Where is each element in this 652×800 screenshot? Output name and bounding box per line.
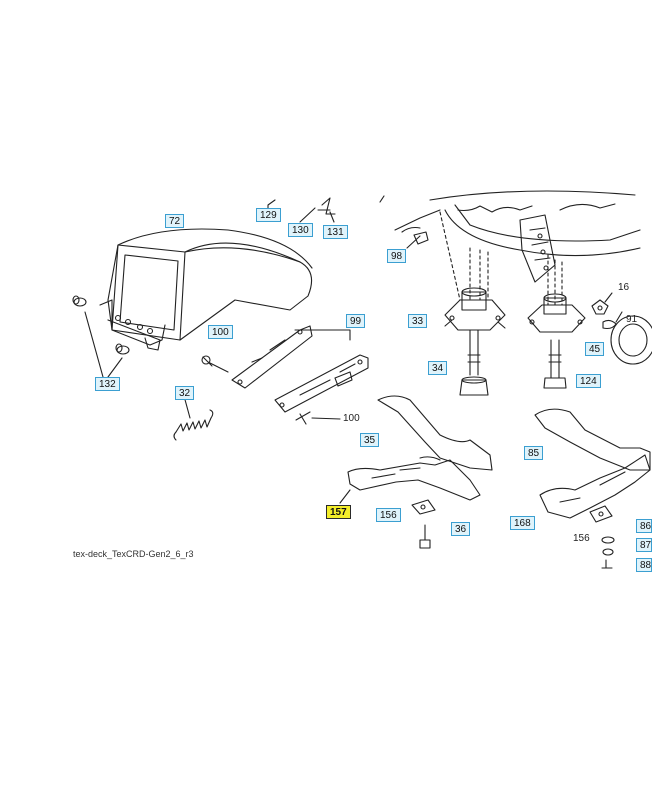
pulley-parts-drawing [591,292,652,365]
label-100: 100 [343,413,360,424]
diagram-caption: tex-deck_TexCRD-Gen2_6_r3 [73,549,194,559]
callout-157-highlighted[interactable]: 157 [326,505,351,519]
callout-85[interactable]: 85 [524,446,544,460]
spring-part-drawing [173,395,214,441]
callout-86[interactable]: 86 [636,519,652,533]
label-156: 156 [573,533,590,544]
callout-124[interactable]: 124 [576,374,601,388]
callout-156[interactable]: 156 [376,508,401,522]
blade-assembly-right-drawing [534,408,651,569]
callout-33[interactable]: 33 [408,314,428,328]
callout-99[interactable]: 99 [346,314,366,328]
callout-87[interactable]: 87 [636,538,652,552]
knob-parts-drawing [72,295,130,378]
callout-129[interactable]: 129 [256,208,281,222]
callout-34[interactable]: 34 [428,361,448,375]
spindle-assembly-33-drawing [444,287,506,396]
bracket-parts-drawing [201,325,369,425]
callout-131[interactable]: 131 [323,225,348,239]
blade-assembly-left-drawing [339,395,493,549]
discharge-chute-drawing [99,228,313,351]
callout-98[interactable]: 98 [387,249,407,263]
callout-32[interactable]: 32 [175,386,195,400]
spindle-assembly-45-drawing [527,293,586,389]
callout-72[interactable]: 72 [165,214,185,228]
callout-100[interactable]: 100 [208,325,233,339]
callout-168[interactable]: 168 [510,516,535,530]
callout-132[interactable]: 132 [95,377,120,391]
label-16: 16 [618,282,630,293]
callout-130[interactable]: 130 [288,223,313,237]
hardware-drawing [267,195,429,249]
callout-35[interactable]: 35 [360,433,380,447]
callout-45[interactable]: 45 [585,342,605,356]
mower-deck-drawing [394,190,641,306]
callout-88[interactable]: 88 [636,558,652,572]
callout-36[interactable]: 36 [451,522,471,536]
label-91: 91 [626,314,638,325]
